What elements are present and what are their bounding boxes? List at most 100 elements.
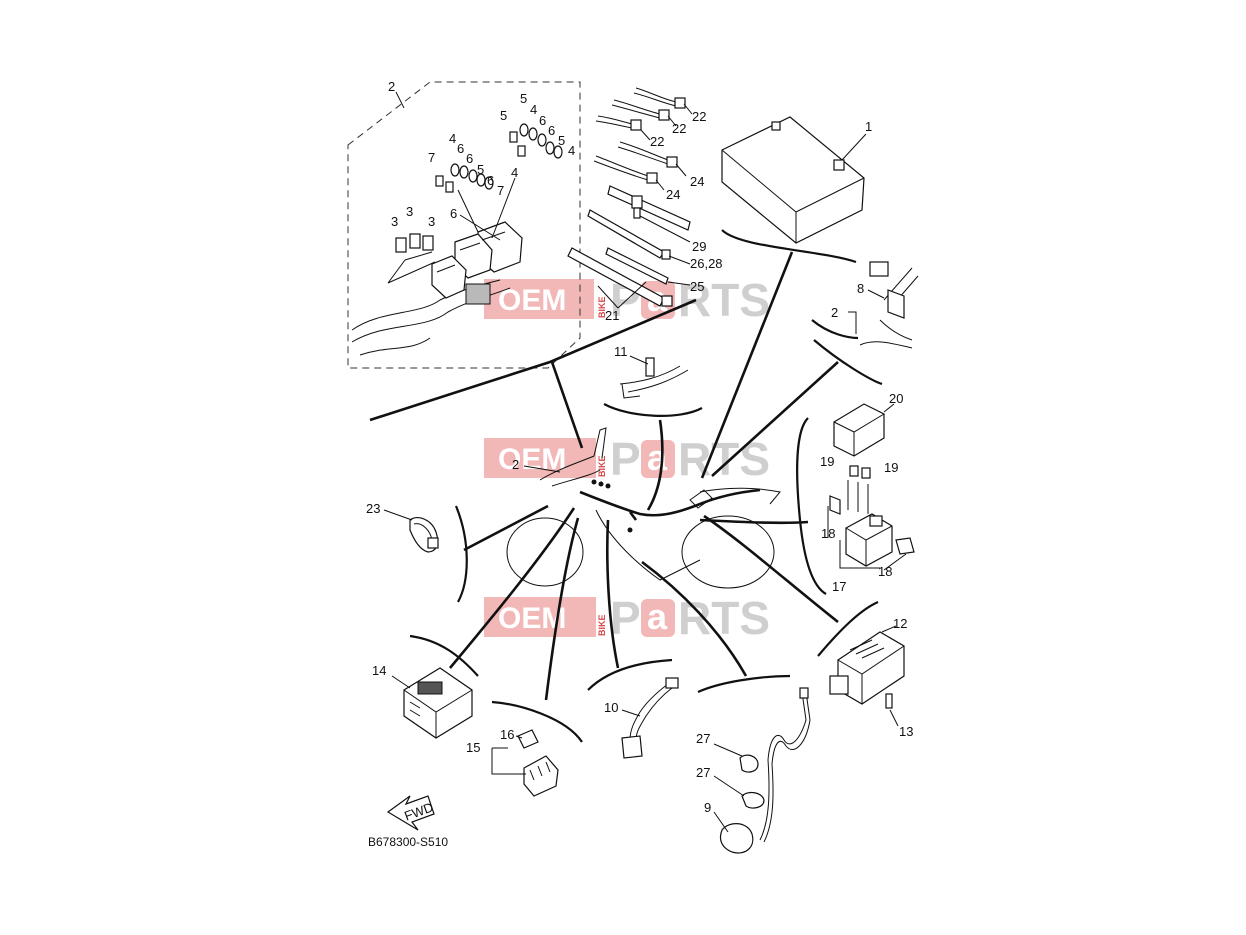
- ground-bolt-detail: 11: [603, 344, 703, 417]
- part-label-6: 6: [548, 123, 555, 138]
- sensor-lead-24: [593, 155, 658, 184]
- part-label-7: 7: [497, 183, 504, 198]
- part-label-29: 29: [692, 239, 706, 254]
- part-label-6: 6: [466, 151, 473, 166]
- part-label-4: 4: [530, 102, 537, 117]
- part-label-5: 5: [558, 133, 565, 148]
- main-wire-harness: [579, 479, 761, 533]
- fwd-arrow-icon: FWD: [386, 795, 435, 831]
- watermark-rts-text: RTS: [678, 592, 770, 644]
- clamp-23: 23: [366, 501, 468, 603]
- battery-bracket: [721, 229, 857, 264]
- part-label-14: 14: [372, 663, 386, 678]
- part-label-20: 20: [889, 391, 903, 406]
- fuse-box-dashed-border: [347, 81, 581, 369]
- small-fuses-left: [435, 163, 494, 193]
- part-label-27: 27: [696, 731, 710, 746]
- part-label-3: 3: [391, 214, 398, 229]
- part-label-5: 5: [520, 91, 527, 106]
- part-label-16: 16: [500, 727, 514, 742]
- watermark-a-text: a: [647, 437, 668, 478]
- relay-14: 14: [372, 634, 479, 739]
- part-label-13: 13: [899, 724, 913, 739]
- part-label-21: 21: [605, 308, 619, 323]
- part-label-18: 18: [821, 526, 835, 541]
- relay-14-bracket: [409, 634, 479, 677]
- part-label-6: 6: [487, 173, 494, 188]
- cable-ties-group: 22 22 22 24 24 29 26,28 25 21: [567, 87, 723, 323]
- watermark-p-text: P: [610, 592, 641, 644]
- cable-tie-26: [587, 209, 671, 260]
- relay-cover-20: [833, 403, 885, 457]
- part-label-15: 15: [466, 740, 480, 755]
- watermark-oem-text: OEM: [498, 284, 566, 317]
- band-29: [607, 185, 691, 231]
- part-label-2: 2: [831, 305, 838, 320]
- part-label-3: 3: [428, 214, 435, 229]
- sensor-lead-24: [617, 141, 678, 168]
- label-2-leader: [395, 91, 405, 109]
- part-label-12: 12: [893, 616, 907, 631]
- bolt-bracket: [603, 403, 703, 417]
- watermark-p-text: P: [610, 433, 641, 485]
- part-label-26-28: 26,28: [690, 256, 723, 271]
- clamp-bracket: [454, 505, 468, 603]
- ties-leaders: [597, 103, 693, 309]
- watermark-bike-text: BIKE: [597, 455, 607, 477]
- part-label-5: 5: [500, 108, 507, 123]
- watermark-bottom: OEM BIKE P a RTS: [484, 592, 770, 644]
- regulator-bracket: [817, 600, 879, 657]
- fuse-box-detail: 2 3 3 3 7 4 6 6 5 6 7 6 5 5 4 6 6 5 4 4: [347, 79, 581, 369]
- fuse-holder: [431, 221, 523, 305]
- sensor-lead-22: [595, 115, 642, 131]
- part-label-4: 4: [511, 165, 518, 180]
- watermark-bike-text: BIKE: [597, 614, 607, 636]
- part-label-10: 10: [604, 700, 618, 715]
- part-label-6: 6: [457, 141, 464, 156]
- part-label-11: 11: [614, 344, 628, 359]
- detail-harness: [359, 337, 431, 356]
- part-label-18: 18: [878, 564, 892, 579]
- part-label-17: 17: [832, 579, 846, 594]
- fuse-3: [395, 233, 434, 253]
- relay-group-bracket: [796, 417, 827, 595]
- part-label-6: 6: [450, 206, 457, 221]
- fuse-19: [849, 465, 859, 477]
- part-label-9: 9: [704, 800, 711, 815]
- part-label-5: 5: [477, 162, 484, 177]
- sensor-lead-22: [633, 87, 686, 109]
- part-label-27: 27: [696, 765, 710, 780]
- part-label-22: 22: [650, 134, 664, 149]
- part-label-8: 8: [857, 281, 864, 296]
- part-label-7: 7: [428, 150, 435, 165]
- boot-18: [895, 537, 915, 555]
- part-label-22: 22: [672, 121, 686, 136]
- battery: 1: [721, 116, 872, 264]
- part-label-22: 22: [692, 109, 706, 124]
- connector-15-16: 15 16: [466, 700, 583, 797]
- part-label-23: 23: [366, 501, 380, 516]
- boot-18: [829, 495, 841, 515]
- label-2-leader: [523, 465, 561, 473]
- part-label-25: 25: [690, 279, 704, 294]
- fuse-19: [861, 467, 871, 479]
- sensor-lead-22: [611, 99, 670, 121]
- part-label-4: 4: [568, 143, 575, 158]
- watermark-middle: OEM BIKE P a RTS: [484, 433, 770, 485]
- relay-connector-detail: 8 2: [811, 261, 919, 386]
- relay-bracket: [811, 319, 883, 386]
- sensor-10: 10: [587, 658, 679, 759]
- fuse-leader: [457, 177, 516, 241]
- rectifier-regulator-12: 12 13: [817, 600, 913, 739]
- part-label-3: 3: [406, 204, 413, 219]
- bolt-13: [885, 693, 893, 709]
- cable-tie-25: [605, 247, 669, 285]
- part-label-24: 24: [690, 174, 704, 189]
- part-label-19: 19: [884, 460, 898, 475]
- small-fuses-right: [509, 123, 563, 159]
- connector-bracket: [491, 700, 583, 743]
- part-label-2: 2: [388, 79, 395, 94]
- part-label-2: 2: [512, 457, 519, 472]
- starter-relay-group: 20 19 19 18 18 17: [796, 391, 915, 595]
